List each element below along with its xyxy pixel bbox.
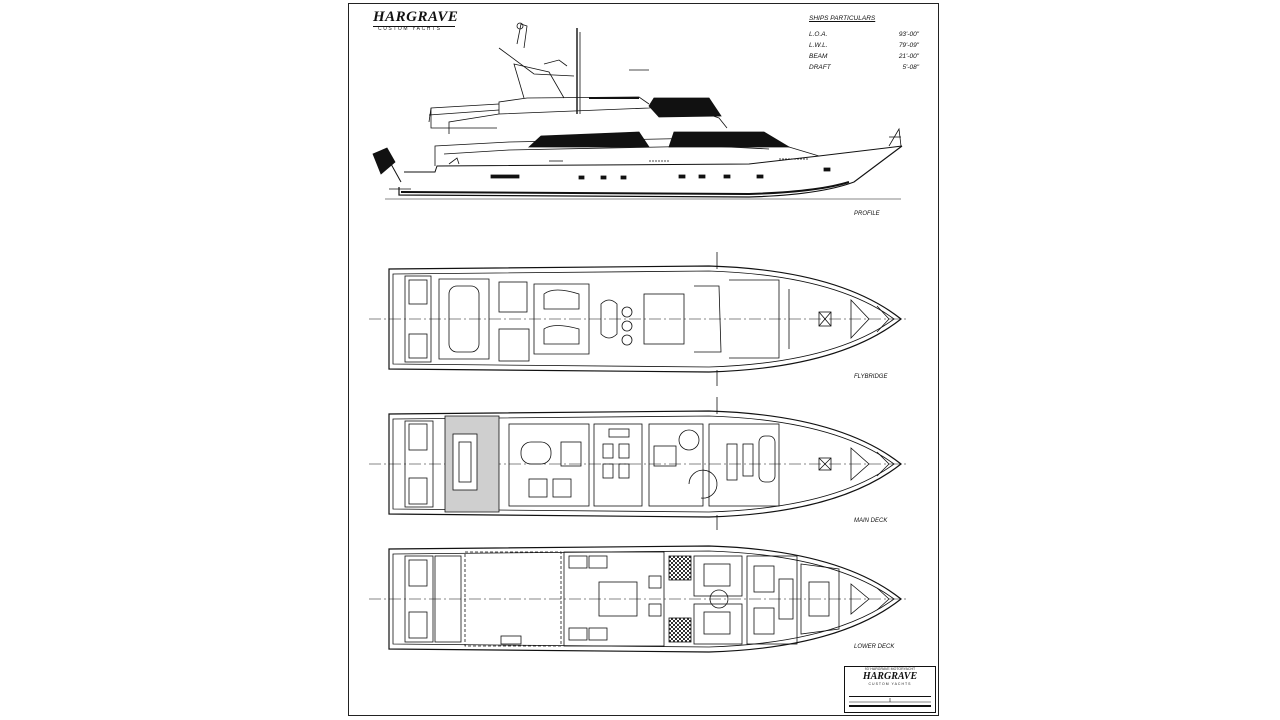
main-deck-label: MAIN DECK (854, 518, 888, 524)
particulars-row: L.W.L. 79'-09" (809, 40, 919, 51)
particular-label: DRAFT (809, 64, 831, 71)
particulars-row: BEAM 21'-00" (809, 51, 919, 62)
particular-value: 5'-08" (902, 64, 919, 71)
flybridge-plan (369, 252, 909, 386)
particular-value: 79'-09" (898, 42, 919, 49)
ships-particulars: SHIPS PARTICULARS L.O.A. 93'-00" L.W.L. … (809, 15, 919, 73)
brand-subtitle: CUSTOM YACHTS (378, 26, 442, 32)
particular-label: L.W.L. (809, 42, 828, 49)
drawing-sheet: HARGRAVE CUSTOM YACHTS SHIPS PARTICULARS… (348, 3, 939, 716)
profile-label: PROFILE (854, 211, 880, 217)
title-block-hatch (849, 698, 931, 707)
lower-deck-plan (369, 545, 909, 653)
particular-label: BEAM (809, 53, 828, 60)
brand-name: HARGRAVE (373, 9, 459, 25)
title-block-brand: HARGRAVE (862, 671, 918, 682)
yacht-drawings (369, 22, 909, 653)
particulars-row: DRAFT 5'-08" (809, 62, 919, 73)
brand-underline (373, 26, 455, 27)
title-block: 93' HARGRAVE MOTORYACHT HARGRAVE CUSTOM … (844, 666, 936, 713)
particular-value: 93'-00" (898, 31, 919, 38)
particulars-row: L.O.A. 93'-00" (809, 29, 919, 40)
particulars-title: SHIPS PARTICULARS (809, 15, 876, 22)
title-block-subtitle: CUSTOM YACHTS (868, 682, 912, 686)
lower-deck-label: LOWER DECK (854, 644, 895, 650)
profile-view (372, 22, 903, 200)
particular-value: 21'-00" (898, 53, 919, 60)
main-deck-plan (369, 397, 909, 530)
title-block-caption: 93' HARGRAVE MOTORYACHT (864, 667, 916, 671)
brand-logo: HARGRAVE CUSTOM YACHTS (373, 10, 458, 32)
particular-label: L.O.A. (809, 31, 828, 38)
title-block-bars (849, 696, 931, 709)
flybridge-label: FLYBRIDGE (854, 374, 888, 380)
